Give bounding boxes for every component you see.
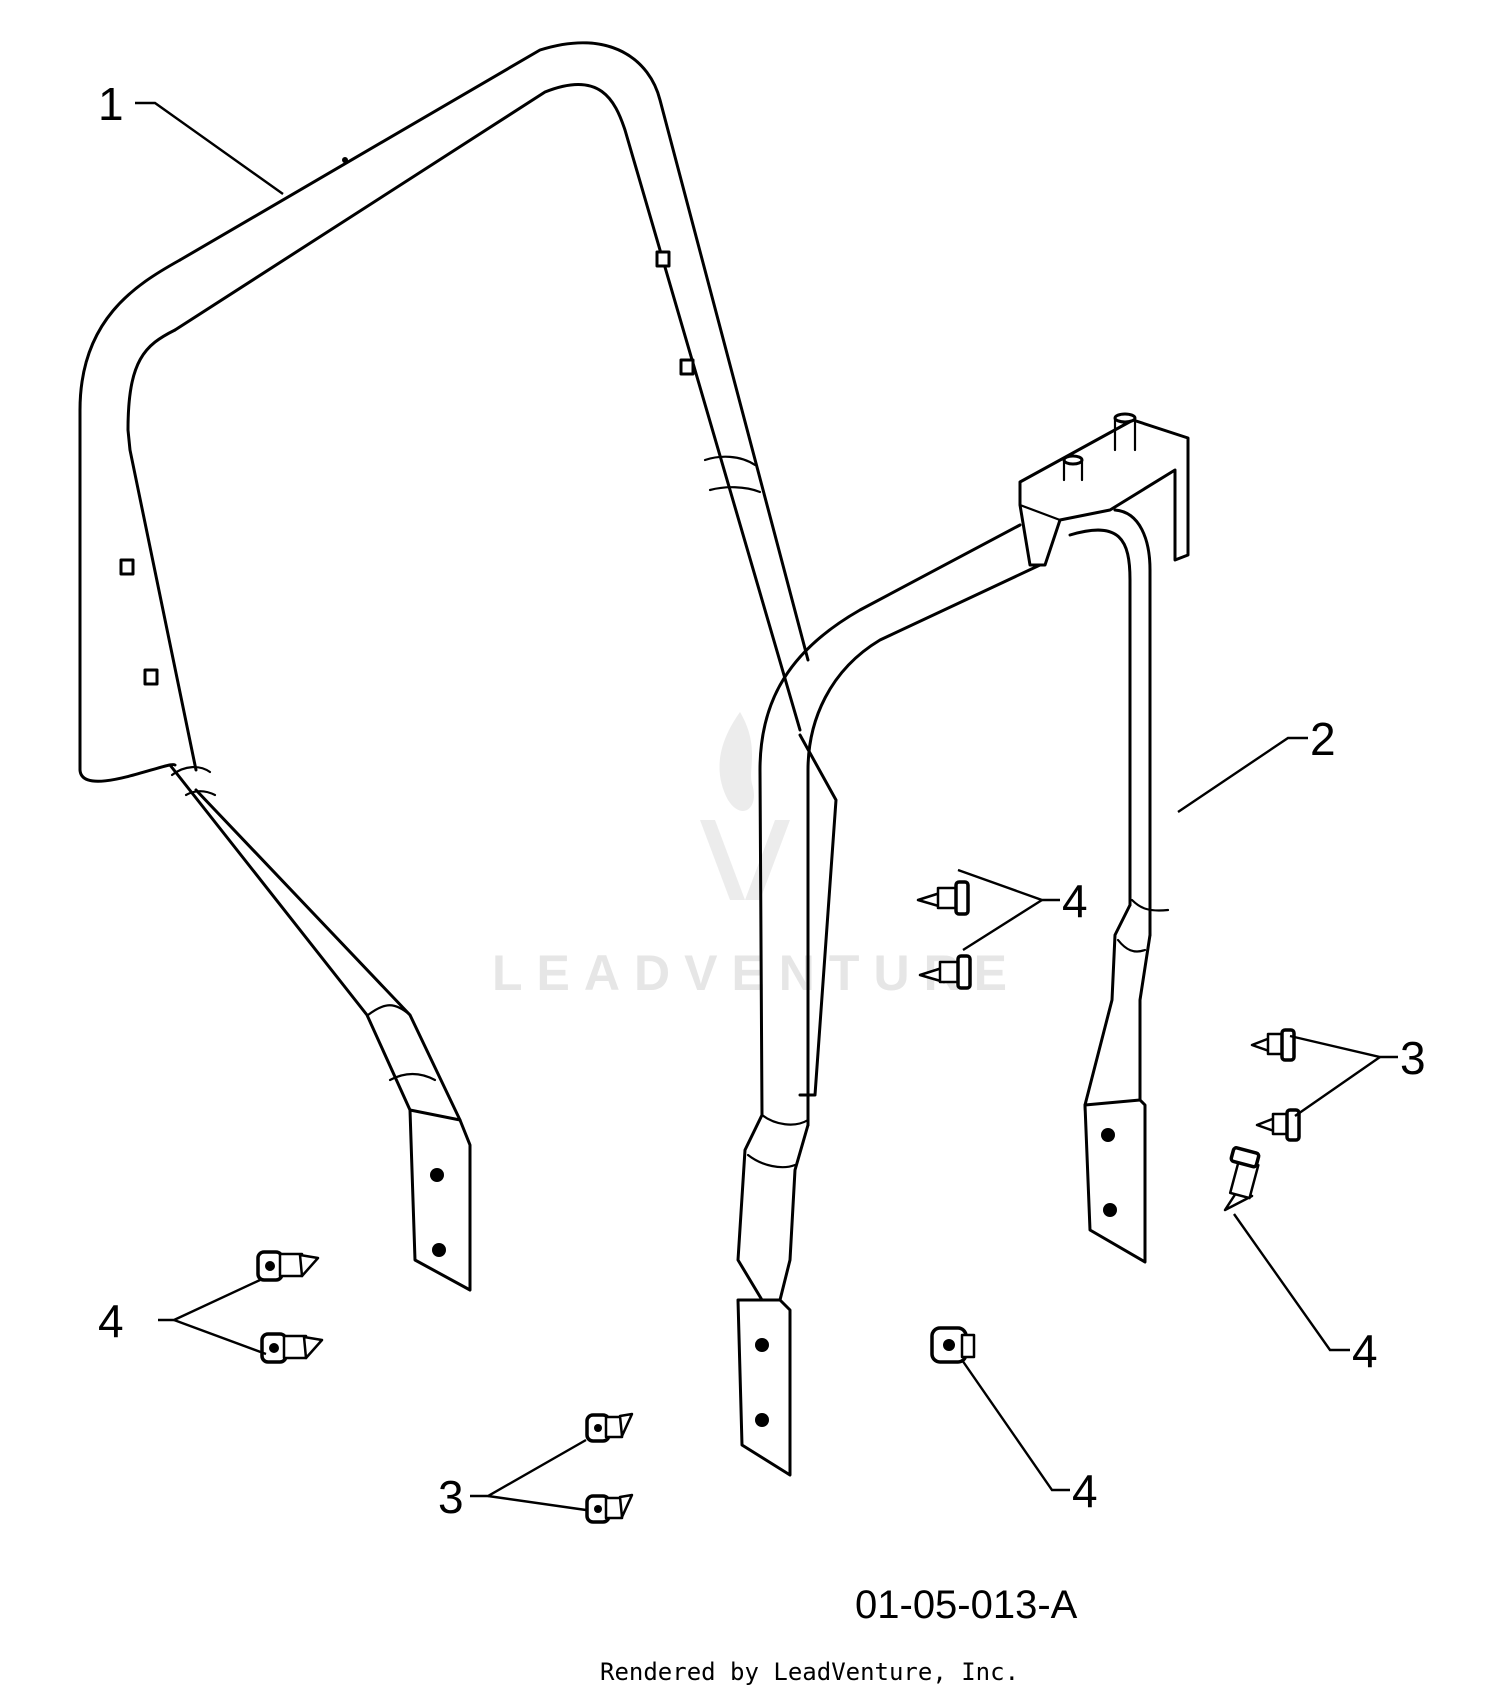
bolt-3-bottom-upper (585, 1412, 634, 1443)
nut-4-center (930, 1326, 976, 1364)
watermark-text: LEADVENTURE (492, 945, 1021, 1001)
bolt-3-right-lower (1255, 1108, 1301, 1142)
callout-1: 1 (98, 78, 124, 130)
callout-4-center: 4 (1062, 875, 1088, 927)
bolt-4-left-upper (256, 1250, 320, 1282)
bolt-4-center-lower (918, 954, 972, 990)
watermark-logo (700, 712, 790, 900)
bolt-4-right-vertical (1223, 1146, 1261, 1212)
part-2-support-bar (736, 412, 1190, 1477)
bolt-4-center-upper (916, 880, 970, 916)
callout-3-bottom: 3 (438, 1471, 464, 1523)
callout-4-left: 4 (98, 1295, 124, 1347)
rendered-by-footer: Rendered by LeadVenture, Inc. (600, 1658, 1019, 1686)
drawing-number: 01-05-013-A (855, 1583, 1078, 1627)
callout-3-right: 3 (1400, 1032, 1426, 1084)
bolt-3-right-upper (1250, 1028, 1296, 1062)
callout-4-right: 4 (1352, 1325, 1378, 1377)
part-1-roll-bar (78, 41, 838, 1292)
bolt-3-bottom-lower (585, 1493, 634, 1524)
bolt-4-left-lower (260, 1332, 324, 1364)
callout-2: 2 (1310, 713, 1336, 765)
leader-lines (135, 101, 1398, 1512)
callout-4-bottom: 4 (1072, 1465, 1098, 1517)
